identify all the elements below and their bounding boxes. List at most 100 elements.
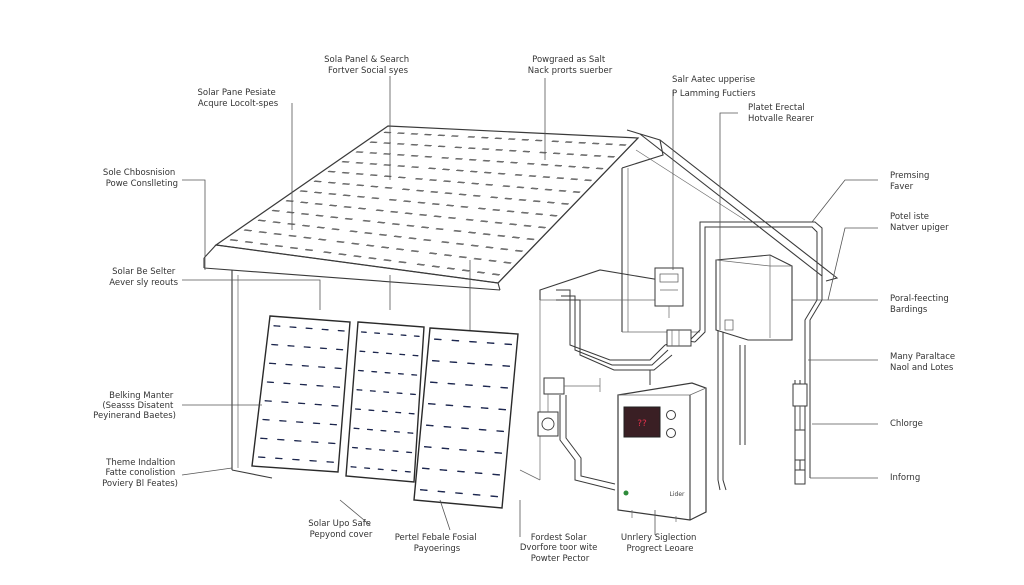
wall-panel-cell	[482, 385, 491, 388]
roof-panel-cell	[396, 165, 406, 167]
wall-panel-cell	[357, 369, 364, 372]
roof-panel-cell	[397, 176, 407, 179]
label-right-3: Poral-feecting Bardings	[890, 294, 951, 315]
wall-panel-cell	[392, 450, 399, 453]
roof-panel-cell	[428, 179, 438, 182]
roof-panel-cell	[328, 204, 338, 207]
roof-panel-cell	[507, 138, 517, 140]
wall-panel-cell	[395, 411, 402, 414]
wall-panel-cell	[352, 446, 359, 449]
wall-panel-cell	[474, 472, 483, 475]
roof-panel-cell	[422, 238, 432, 242]
wall-panel-cell	[354, 408, 361, 411]
wall-panel-cell	[294, 439, 302, 442]
junction-box	[715, 254, 793, 341]
roof-panel-cell	[579, 154, 589, 156]
roof-panel-cell	[455, 169, 465, 172]
roof-panel-cell	[389, 210, 399, 213]
roof-panel-cell	[395, 248, 405, 251]
wall-panel-cell	[266, 381, 275, 384]
roof-panel-cell	[383, 175, 393, 178]
roof-panel-cell	[416, 263, 426, 266]
roof-panel-cell	[453, 229, 462, 233]
wall-panel-cell	[447, 382, 456, 385]
label-top-mid: Powgraed as Salt Nack prorts suerber	[528, 55, 613, 76]
roof-panel-cell	[355, 162, 364, 164]
roof-panel-cell	[405, 224, 415, 227]
roof-panel-cell	[401, 188, 411, 191]
roof-panel-cell	[382, 164, 392, 166]
roof-panel-cell	[383, 131, 392, 134]
label-right-6: Inforng	[890, 473, 920, 483]
roof-panel-cell	[567, 165, 577, 168]
roof-panel-cell	[315, 214, 325, 217]
wall-panel-cell	[433, 338, 442, 341]
roof-panel-cell	[352, 255, 362, 258]
inverter-display-text: ??	[637, 419, 647, 429]
roof-panel-cell	[514, 174, 523, 176]
wall-panel-frame	[251, 315, 351, 473]
wall-panel-cell	[356, 389, 363, 391]
roof-panel-cell	[481, 148, 490, 150]
wall-panel-cell	[328, 442, 336, 445]
roof-panel-cell	[316, 226, 326, 229]
roof-panel-cell	[504, 197, 513, 200]
label-top-right-1: Salr Aatec upperise P Lamming Fuctiers	[672, 75, 758, 99]
roof-panel-cell	[313, 191, 323, 194]
roof-panel-cell	[502, 185, 511, 188]
roof-panel-cell	[530, 187, 539, 190]
wall-panel-cell	[319, 347, 327, 350]
wall-panel-cell	[360, 331, 367, 333]
roof-panel-cell	[376, 221, 386, 224]
roof-panel-cell	[396, 132, 406, 135]
left-disconnect-device	[537, 377, 601, 437]
roof-panel-cell	[355, 151, 365, 153]
label-left-5: Theme Indaltion Fatte conolistion Povier…	[102, 458, 178, 489]
roof-panel-cell	[396, 154, 406, 156]
roof-panel-cell	[378, 233, 388, 236]
status-led-icon	[623, 490, 629, 496]
roof-panel-cell	[480, 136, 490, 139]
wall-panel-cell	[427, 402, 436, 405]
roof-panel-cell	[396, 143, 406, 145]
roof-panel-cell	[431, 265, 441, 268]
roof-panel-cell	[494, 221, 503, 224]
roof-panel-cell	[532, 200, 541, 203]
wall-panel-cell	[419, 489, 428, 492]
wall-panel-cell	[273, 325, 281, 327]
roof-panel-cell	[491, 273, 501, 276]
wall-panel-cell	[476, 450, 485, 453]
roof-panel-cell	[456, 181, 466, 184]
roof-panel-cell	[511, 236, 521, 239]
wall-panel-cell	[455, 492, 463, 495]
roof-panel-cell	[477, 207, 487, 210]
label-top-right-2: Platet Erectal Hotvalle Rearer	[748, 103, 814, 124]
wall-panel-cell	[305, 327, 313, 330]
roof-panel-cell	[299, 190, 309, 193]
wall-panel-cell	[431, 359, 440, 362]
wall-panel-cell	[449, 361, 458, 364]
roof-panel-cell	[289, 246, 299, 250]
roof-panel-cell	[470, 182, 480, 185]
wall-panel-cell	[372, 351, 379, 354]
roof-panel-cell	[258, 231, 268, 234]
leader-lines	[181, 76, 878, 537]
roof-panel-cell	[397, 261, 407, 264]
wall-panel-cell	[409, 393, 416, 396]
roof-panel-cell	[380, 246, 390, 249]
wall-panel-cell	[285, 363, 293, 366]
roof-panel-cell	[606, 155, 616, 158]
roof-panel-cell	[437, 134, 446, 137]
wall-panel-cell	[490, 495, 499, 498]
roof-panel-cell	[520, 211, 530, 214]
roof-panel-cell	[375, 209, 385, 212]
roof-panel-cell	[335, 240, 346, 243]
roof-panel-cell	[552, 152, 561, 155]
roof-panel-cell	[472, 194, 482, 197]
wall-panel-cell	[504, 343, 513, 346]
roof-panel-cell	[431, 203, 441, 206]
wall-panel-cell	[257, 456, 266, 459]
roof-panel-cell	[362, 219, 372, 222]
label-left-2: Sole Chbosnision Powe Conslleting	[103, 168, 178, 189]
label-right-5: Chlorge	[890, 419, 923, 429]
